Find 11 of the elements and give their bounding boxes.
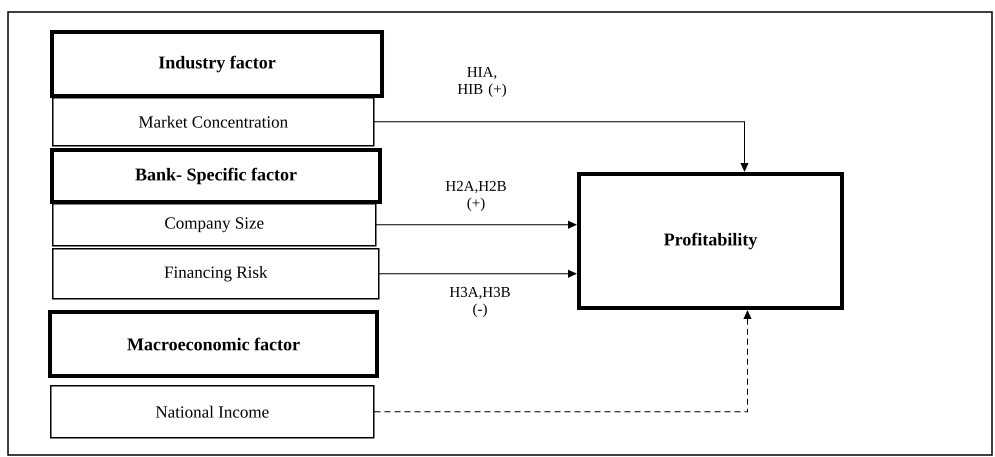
edge-label: H2A,H2B (+) bbox=[439, 180, 513, 212]
edge-label: HIA, HIB (+) bbox=[445, 66, 519, 98]
edge-label: H3A,H3B (-) bbox=[443, 286, 517, 318]
variable-box: National Income bbox=[50, 385, 374, 438]
variable-box: Financing Risk bbox=[52, 248, 380, 300]
factor-box: Bank- Specific factor bbox=[50, 148, 382, 204]
variable-box: Company Size bbox=[52, 203, 376, 246]
variable-box: Market Concentration bbox=[52, 97, 374, 146]
outcome-box: Profitability bbox=[577, 172, 844, 310]
factor-box: Industry factor bbox=[50, 30, 384, 98]
factor-box: Macroeconomic factor bbox=[48, 310, 379, 378]
